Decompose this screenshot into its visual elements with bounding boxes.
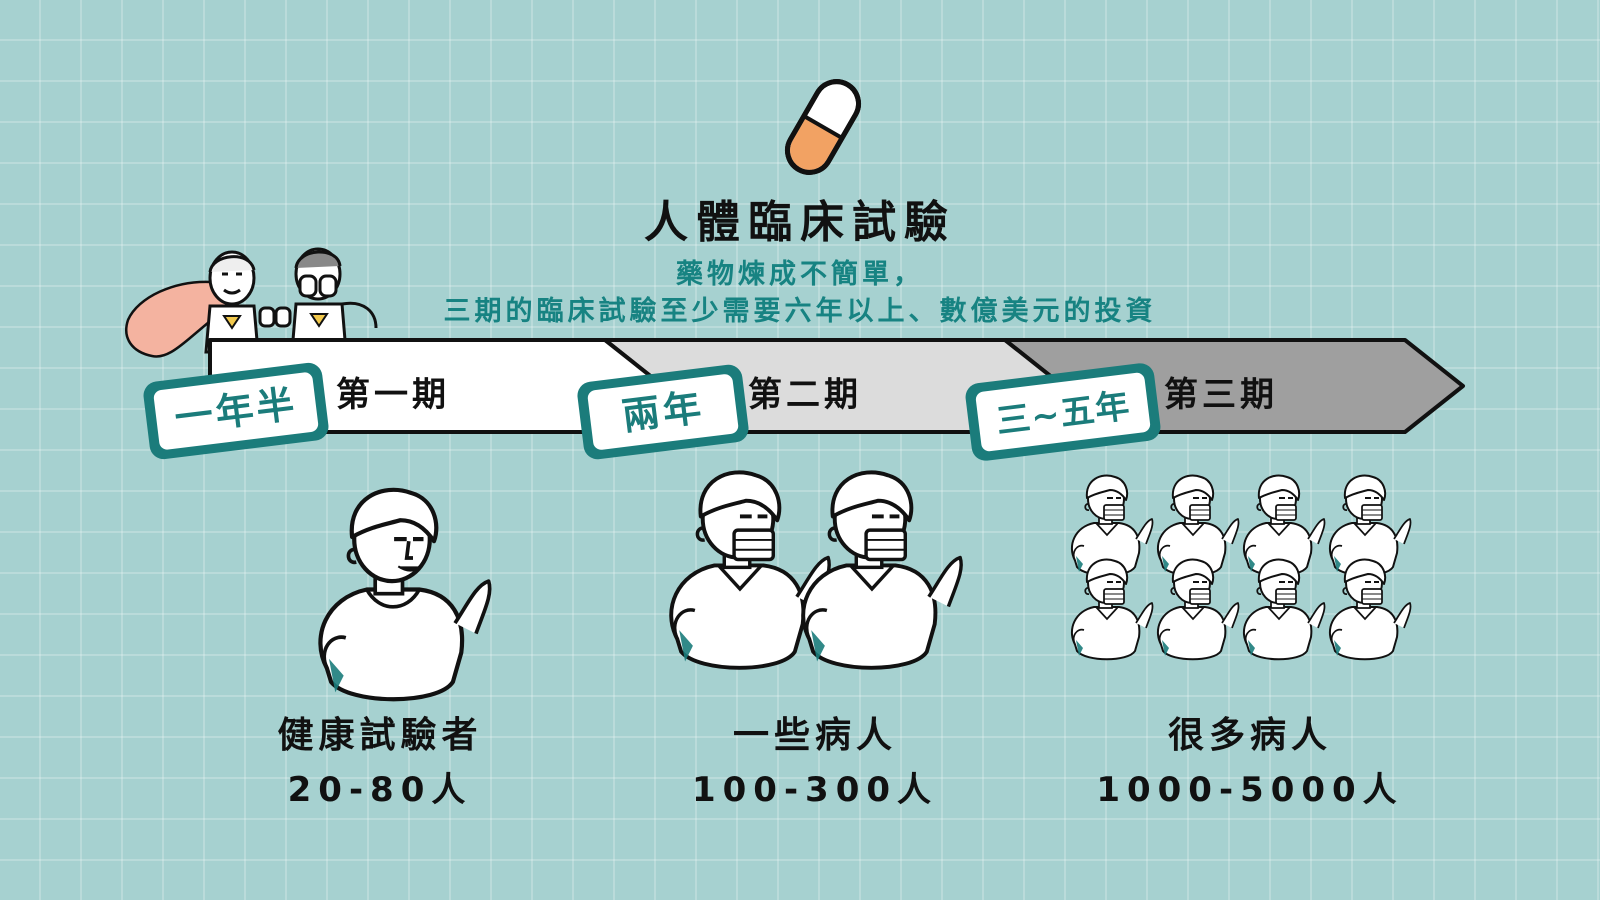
group-1-label: 健康試驗者 xyxy=(277,715,483,756)
pill-icon xyxy=(785,79,861,175)
phase-2-label: 第二期 xyxy=(748,375,862,415)
participant-figure-icon xyxy=(1156,558,1240,661)
group-2-label: 一些病人 xyxy=(732,715,897,756)
phase-2-duration: 兩年 xyxy=(620,385,707,439)
phase-1-label: 第一期 xyxy=(336,375,450,415)
participant-figure-icon xyxy=(1328,558,1412,661)
participant-figure-icon xyxy=(1070,558,1154,661)
phase-3-label: 第三期 xyxy=(1164,375,1278,415)
group-3-count: 1000-5000人 xyxy=(1096,770,1404,810)
subtitle-line-2: 三期的臨床試驗至少需要六年以上、數億美元的投資 xyxy=(443,296,1157,327)
group-1-count: 20-80人 xyxy=(287,770,473,810)
page-title: 人體臨床試驗 xyxy=(644,197,956,248)
group-2-count: 100-300人 xyxy=(691,770,939,810)
subtitle-line-1: 藥物煉成不簡單， xyxy=(676,259,924,290)
group-3-label: 很多病人 xyxy=(1167,715,1332,756)
participant-figure-icon xyxy=(320,490,489,699)
participant-figure-icon xyxy=(669,470,832,670)
participant-figure-icon xyxy=(1242,558,1326,661)
